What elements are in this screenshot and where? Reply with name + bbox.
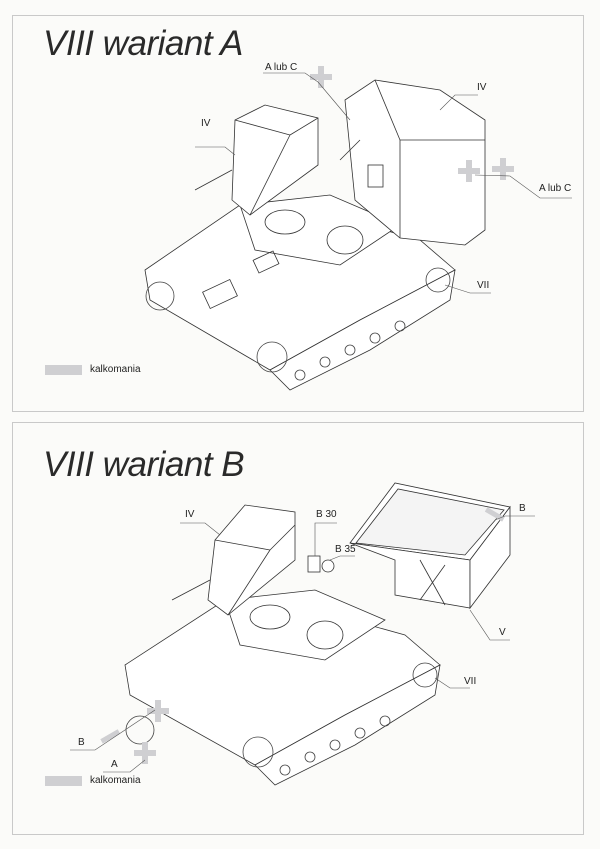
callout-box: V bbox=[499, 627, 506, 638]
panel-variant-b: VIII wariant B IV B 30 B 35 B V VII B A … bbox=[12, 422, 584, 835]
callout-wheel: VII bbox=[464, 676, 477, 687]
decal-legend-label: kalkomania bbox=[90, 364, 141, 375]
callout-part-b35: B 35 bbox=[335, 544, 356, 555]
callout-decal-box: B bbox=[519, 503, 526, 514]
decal-crosses-a bbox=[310, 66, 514, 182]
ammo-box-drawing-b bbox=[349, 482, 511, 610]
callout-lines-a bbox=[195, 72, 572, 294]
callout-turret-large: IV bbox=[477, 82, 487, 93]
callout-decal-b-hull: B bbox=[78, 737, 85, 748]
decal-legend-label: kalkomania bbox=[90, 775, 141, 786]
callout-wheel: VII bbox=[477, 280, 490, 291]
callout-part-b30: B 30 bbox=[316, 509, 337, 520]
parts-b30-b35-drawing bbox=[307, 555, 335, 573]
callout-turret: IV bbox=[185, 509, 195, 520]
callout-lines-b bbox=[70, 515, 535, 773]
tank-hull-drawing-b bbox=[124, 589, 441, 786]
panel-title: VIII wariant A bbox=[43, 24, 243, 63]
callout-decal-right: A lub C bbox=[539, 183, 572, 194]
callout-decal-a-hull: A bbox=[111, 759, 118, 770]
decal-legend-swatch bbox=[45, 365, 82, 375]
tank-hull-drawing-a bbox=[144, 194, 456, 391]
panel-title: VIII wariant B bbox=[43, 445, 245, 484]
turret-drawing-b bbox=[171, 504, 296, 616]
panel-variant-a: VIII wariant A A lub C IV IV A lub C VII… bbox=[12, 15, 584, 412]
decal-legend-swatch bbox=[45, 776, 82, 786]
callout-decal-top: A lub C bbox=[265, 62, 298, 73]
turret-small-drawing-a bbox=[194, 104, 319, 216]
turret-large-drawing-a bbox=[339, 79, 486, 246]
callout-turret-small: IV bbox=[201, 118, 211, 129]
